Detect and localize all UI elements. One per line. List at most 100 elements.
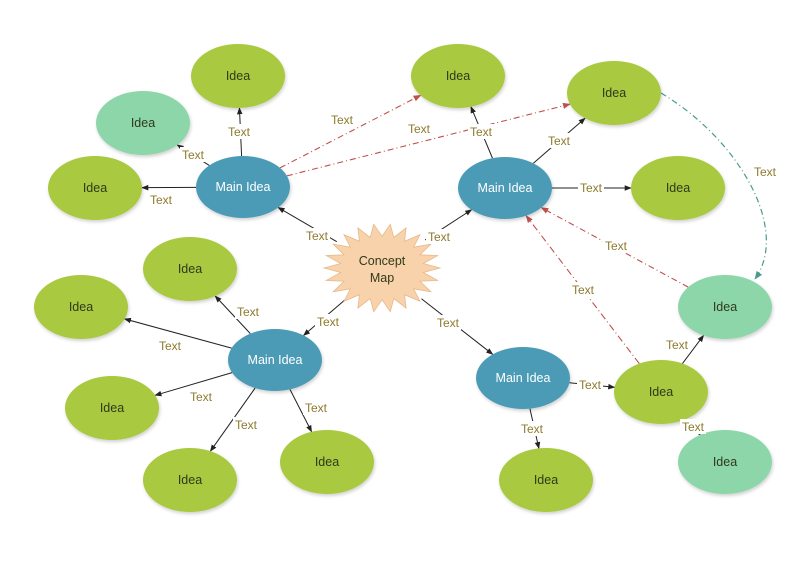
edge-label[interactable]: Text [190, 390, 213, 404]
idea-node[interactable]: Idea [614, 360, 708, 424]
edge-label[interactable]: Text [437, 316, 460, 330]
edge-label[interactable]: Text [666, 338, 689, 352]
idea-label: Idea [666, 181, 690, 195]
edge-label-bg [468, 124, 494, 139]
idea-ellipse [499, 448, 593, 512]
edge-line [154, 372, 233, 397]
edge-label[interactable]: Text [159, 339, 182, 353]
idea-node[interactable]: Idea [631, 156, 725, 220]
idea-label: Idea [649, 385, 673, 399]
idea-ellipse [678, 275, 772, 339]
idea-node[interactable]: Idea [143, 237, 237, 301]
idea-label: Idea [100, 401, 124, 415]
edge-label[interactable]: Text [470, 125, 493, 139]
idea-label: Idea [602, 86, 626, 100]
idea-node[interactable]: Idea [191, 44, 285, 108]
idea-label: Idea [178, 262, 202, 276]
edge-label-bg [570, 282, 596, 297]
edge-label[interactable]: Text [580, 181, 603, 195]
idea-label: Idea [534, 473, 558, 487]
idea-ellipse [567, 61, 661, 125]
edge-label[interactable]: Text [150, 193, 173, 207]
edge-label-bg [226, 124, 252, 139]
edge-label-bg [157, 338, 183, 353]
edge-label[interactable]: Text [682, 420, 705, 434]
edge-label[interactable]: Text [572, 283, 595, 297]
idea-ellipse [143, 237, 237, 301]
edge-label-bg [426, 229, 452, 244]
idea-node[interactable]: Idea [678, 275, 772, 339]
idea-node[interactable]: Idea [678, 430, 772, 494]
edge-curve [660, 92, 767, 280]
edge-label[interactable]: Text [228, 125, 251, 139]
edge-label-bg [546, 133, 572, 148]
edge-label-bg [519, 421, 545, 436]
edge-label-bg [752, 164, 778, 179]
edge-label-bg [664, 337, 690, 352]
idea-ellipse [191, 44, 285, 108]
edge-label[interactable]: Text [605, 239, 628, 253]
idea-node[interactable]: Idea [567, 61, 661, 125]
edge-label[interactable]: Text [548, 134, 571, 148]
center-label-line2: Map [370, 271, 394, 285]
idea-ellipse [48, 156, 142, 220]
idea-label: Idea [446, 69, 470, 83]
main-idea-label: Main Idea [496, 371, 551, 385]
idea-ellipse [65, 376, 159, 440]
idea-node[interactable]: Idea [143, 448, 237, 512]
idea-node[interactable]: Idea [280, 430, 374, 494]
main-idea-ellipse [228, 329, 322, 391]
edge-label[interactable]: Text [521, 422, 544, 436]
idea-ellipse [143, 448, 237, 512]
idea-node[interactable]: Idea [411, 44, 505, 108]
idea-node[interactable]: Idea [499, 448, 593, 512]
idea-node[interactable]: Idea [34, 275, 128, 339]
edge-label[interactable]: Text [305, 401, 328, 415]
edge-label[interactable]: Text [754, 165, 777, 179]
main-idea-ellipse [458, 157, 552, 219]
idea-ellipse [280, 430, 374, 494]
edge-label[interactable]: Text [428, 230, 451, 244]
idea-node[interactable]: Idea [65, 376, 159, 440]
main-idea-label: Main Idea [216, 180, 271, 194]
edge-label-bg [233, 417, 259, 432]
edge-label-bg [577, 377, 603, 392]
idea-node[interactable]: Idea [96, 91, 190, 155]
edge-label-bg [329, 112, 355, 127]
edge-label[interactable]: Text [235, 418, 258, 432]
idea-node[interactable]: Idea [48, 156, 142, 220]
edge-line [682, 334, 704, 364]
main-idea-label: Main Idea [248, 353, 303, 367]
center-label-line1: Concept [359, 254, 406, 268]
edge-label-bg [680, 419, 706, 434]
edge-label-bg [435, 315, 461, 330]
edge-line [289, 389, 313, 433]
edge-line [123, 317, 232, 349]
idea-ellipse [631, 156, 725, 220]
edge-label[interactable]: Text [182, 148, 205, 162]
idea-label: Idea [131, 116, 155, 130]
edge-label[interactable]: Text [579, 378, 602, 392]
edge-line [210, 387, 256, 452]
edge-label[interactable]: Text [331, 113, 354, 127]
main-idea-node[interactable]: Main Idea [476, 347, 570, 409]
main-idea-label: Main Idea [478, 181, 533, 195]
edge-label[interactable]: Text [317, 315, 340, 329]
idea-ellipse [411, 44, 505, 108]
edge-label-bg [188, 389, 214, 404]
edge-label-bg [180, 147, 206, 162]
edge-label[interactable]: Text [408, 122, 431, 136]
edge-label-bg [303, 400, 329, 415]
idea-ellipse [678, 430, 772, 494]
main-idea-node[interactable]: Main Idea [228, 329, 322, 391]
edge-label[interactable]: Text [306, 229, 329, 243]
main-idea-node[interactable]: Main Idea [196, 156, 290, 218]
edge-dashed [286, 102, 571, 177]
idea-label: Idea [226, 69, 250, 83]
edge-label[interactable]: Text [237, 305, 260, 319]
main-idea-node[interactable]: Main Idea [458, 157, 552, 219]
idea-label: Idea [178, 473, 202, 487]
edge-label-bg [148, 192, 174, 207]
